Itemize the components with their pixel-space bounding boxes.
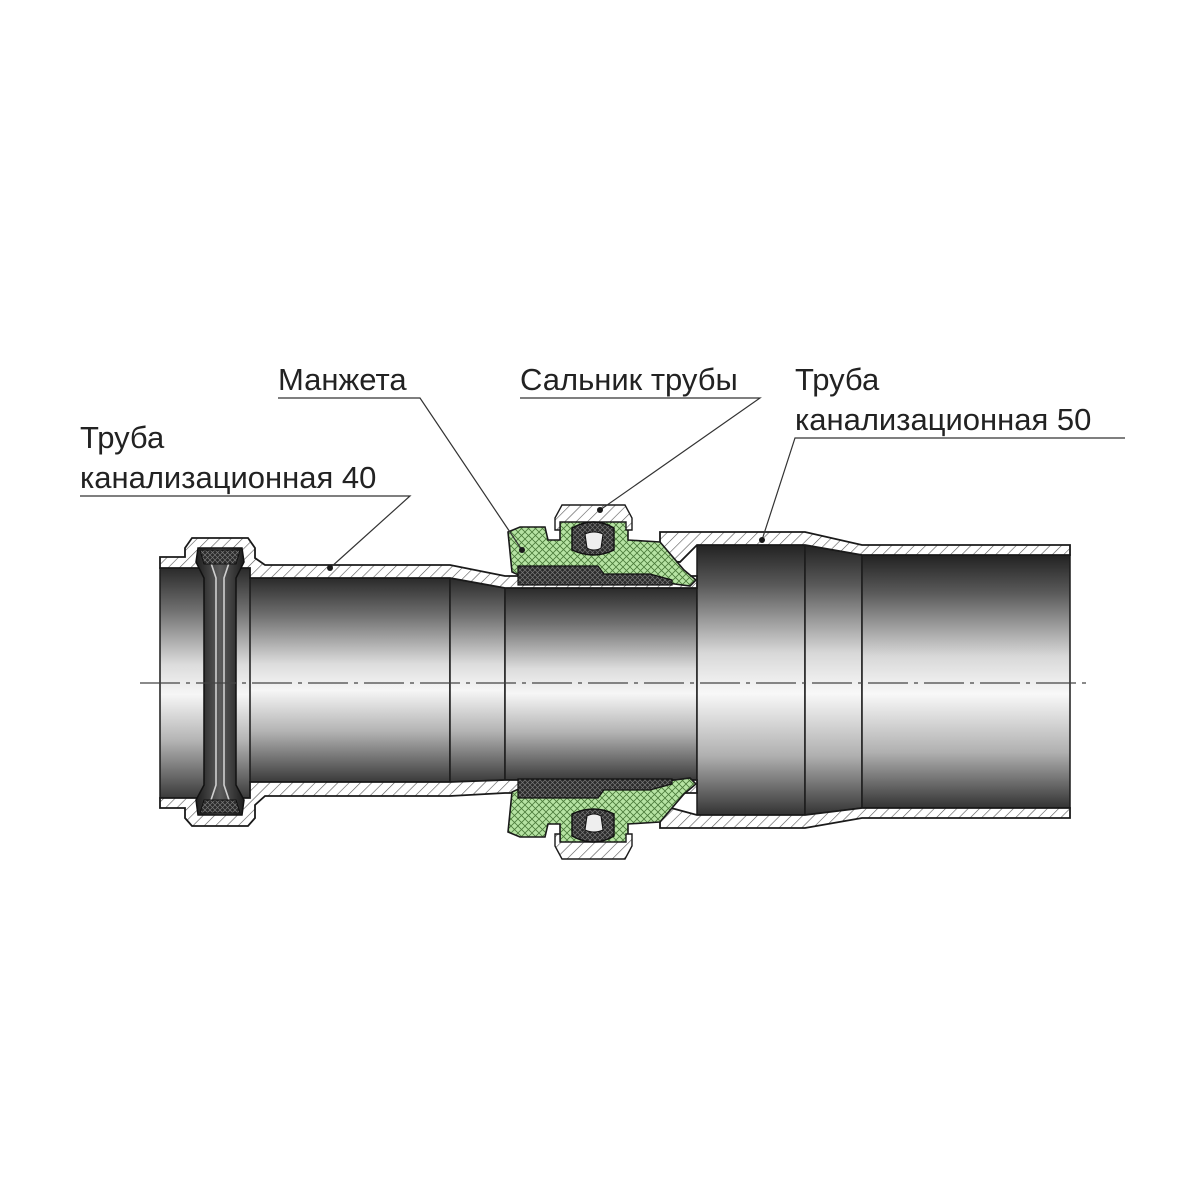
leader-cuff [278,397,523,551]
gland-bottom-oring-highlight [584,813,604,833]
socket-seal-top-cap [199,549,241,565]
label-pipe-40-line1: Труба [80,420,165,455]
gland-assembly-top [507,504,698,587]
callout-labels: Труба канализационная 40 Манжета Сальник… [80,362,1091,495]
label-gland: Сальник трубы [520,362,738,397]
label-pipe-50-line1: Труба [795,362,880,397]
pipe-50-bottom-wall [659,803,1071,829]
pipe-40-spigot-bore [504,587,698,781]
leader-lines [80,397,1125,569]
gland-top-cap [554,504,633,531]
socket-seal-body [195,547,245,816]
leader-gland [520,397,762,511]
label-cuff: Манжета [278,362,407,397]
leader-dot-pipe-40 [327,565,333,571]
leader-dot-cuff [519,547,525,553]
cuff-top [517,565,673,586]
gland-top-oring-highlight [584,531,604,551]
pipe-40-top-wall [159,537,698,589]
pipe-50-taper-bore [804,544,863,816]
leader-pipe-40 [80,495,412,569]
leader-dot-gland [597,507,603,513]
pipe-40-body-bore [249,577,451,783]
socket-seal-bottom-cap [199,799,241,814]
leader-dot-pipe-50 [759,537,765,543]
label-pipe-40-line2: канализационная 40 [80,460,376,495]
gland-assembly-bottom [507,777,698,860]
leader-pipe-50 [761,437,1125,541]
pipe-40-taper-bore [449,577,506,783]
cuff-bottom [517,778,673,799]
pipe-50-socket-bore [696,544,806,816]
pipe-40-socket-seal [195,547,245,816]
gland-bottom-cap [554,833,633,860]
label-pipe-50-line2: канализационная 50 [795,402,1091,437]
leader-dots [327,507,765,571]
pipe-50-body-bore [861,554,1071,809]
pipe-bores [159,544,1071,816]
